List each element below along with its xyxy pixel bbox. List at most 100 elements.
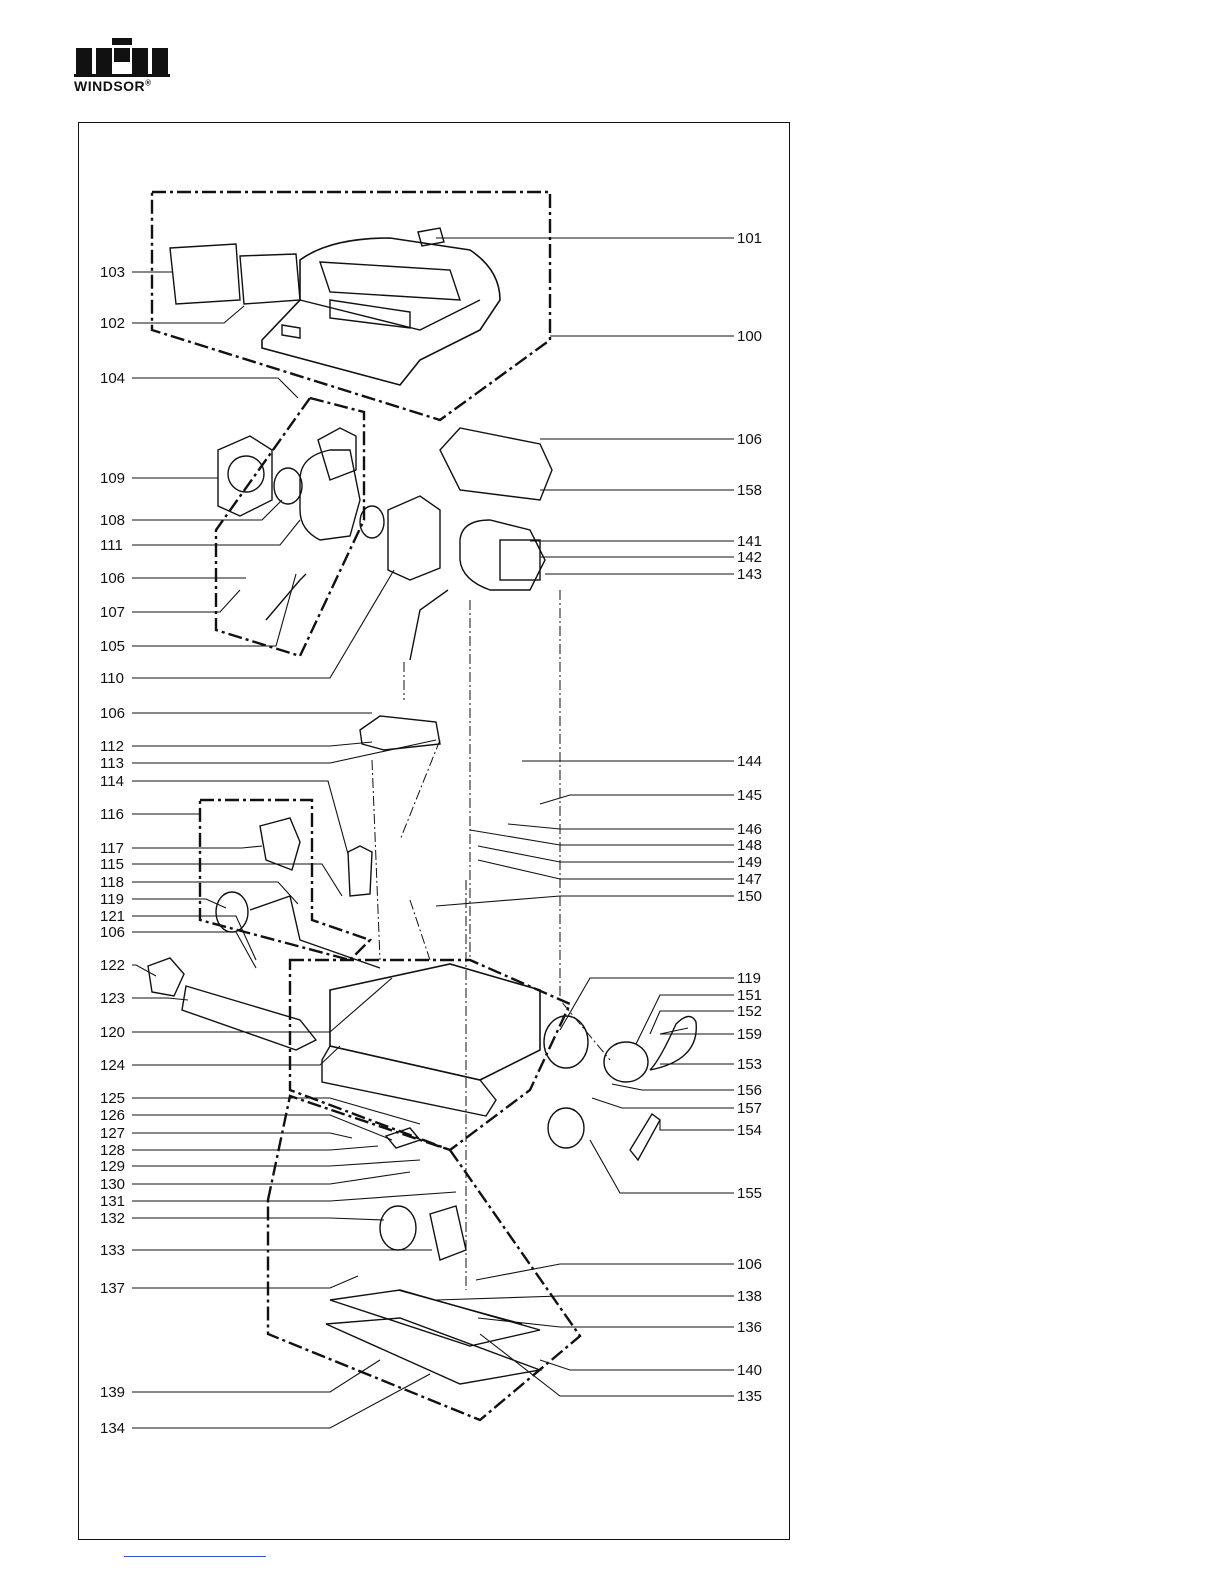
part-label-left-13: 114 (100, 773, 124, 790)
leader-line-left-28 (132, 1146, 378, 1150)
part-label-left-3: 109 (100, 470, 125, 487)
leader-line-right-8 (540, 795, 734, 804)
leader-line-right-23 (476, 1264, 734, 1280)
part-label-left-4: 108 (100, 512, 125, 529)
part-108-ring (274, 468, 302, 504)
part-138-plate (330, 1290, 540, 1346)
leader-line-left-20 (132, 932, 256, 968)
leader-line-right-19 (612, 1084, 734, 1090)
leader-line-left-32 (132, 1218, 384, 1220)
leader-line-left-15 (132, 846, 262, 848)
leader-line-left-31 (132, 1192, 456, 1201)
leader-line-right-20 (592, 1098, 734, 1108)
part-label-left-0: 103 (100, 264, 125, 281)
brush-group-outline (200, 800, 370, 960)
leader-line-left-9 (132, 570, 394, 678)
part-label-left-7: 107 (100, 604, 125, 621)
part-label-left-32: 132 (100, 1210, 125, 1227)
leader-line-left-23 (132, 978, 392, 1032)
part-119-wheel (216, 892, 248, 932)
part-122-end-cap (148, 958, 184, 996)
part-label-left-30: 130 (100, 1176, 125, 1193)
leader-line-left-16 (132, 864, 342, 896)
part-label-right-18: 153 (737, 1056, 762, 1073)
part-label-left-35: 139 (100, 1384, 125, 1401)
part-label-left-27: 127 (100, 1125, 125, 1142)
leader-line-left-13 (132, 781, 348, 854)
leader-line-right-16 (650, 1011, 734, 1034)
part-label-right-15: 151 (737, 987, 762, 1004)
part-label-right-12: 147 (737, 871, 762, 888)
part-117-cover (260, 818, 300, 870)
leader-line-left-8 (132, 574, 296, 646)
leader-line-left-11 (132, 742, 372, 746)
leader-line-left-1 (132, 306, 244, 323)
leader-line-right-24 (436, 1296, 734, 1300)
part-119-wheel-right (544, 1016, 588, 1068)
footer-link-underline[interactable] (124, 1556, 266, 1557)
part-label-right-27: 135 (737, 1388, 762, 1405)
leader-line-left-5 (132, 520, 300, 545)
part-label-left-22: 123 (100, 990, 125, 1007)
part-label-right-2: 106 (737, 431, 762, 448)
part-label-right-4: 141 (737, 533, 762, 550)
leader-line-left-7 (132, 590, 240, 612)
part-label-left-9: 110 (100, 670, 124, 687)
part-label-right-9: 146 (737, 821, 762, 838)
part-136-rail (398, 1290, 522, 1324)
part-label-right-7: 144 (737, 753, 762, 770)
leader-line-left-4 (132, 500, 282, 520)
leader-line-right-10 (470, 830, 734, 845)
part-123-brush-roll (182, 986, 316, 1050)
leader-line-left-26 (132, 1115, 392, 1140)
cover-switch (282, 325, 300, 338)
part-label-left-25: 125 (100, 1090, 125, 1107)
part-label-right-17: 159 (737, 1026, 762, 1043)
part-label-right-13: 150 (737, 888, 762, 905)
part-132-motor (380, 1206, 416, 1250)
leader-line-right-11 (478, 846, 734, 862)
part-label-left-1: 102 (100, 315, 125, 332)
part-112-bracket (360, 716, 440, 750)
part-label-right-10: 148 (737, 837, 762, 854)
leader-line-left-2 (132, 378, 298, 398)
part-label-left-5: 111 (100, 537, 123, 554)
part-label-left-26: 126 (100, 1107, 125, 1124)
leader-line-left-12 (132, 740, 436, 763)
leader-line-left-34 (132, 1276, 358, 1288)
part-label-left-15: 117 (100, 840, 124, 857)
part-label-right-6: 143 (737, 566, 762, 583)
part-label-right-5: 142 (737, 549, 762, 566)
part-label-right-3: 158 (737, 482, 762, 499)
chassis-group-outline (290, 960, 570, 1150)
part-label-left-16: 115 (100, 856, 124, 873)
leader-line-right-12 (478, 860, 734, 879)
part-label-left-29: 129 (100, 1158, 125, 1175)
part-label-left-33: 133 (100, 1242, 125, 1259)
part-142-brush-holder (500, 540, 540, 580)
leader-line-left-17 (132, 882, 298, 904)
leader-line-left-25 (132, 1098, 420, 1124)
part-118-lever (250, 896, 380, 968)
part-label-left-18: 119 (100, 891, 124, 908)
part-label-left-10: 106 (100, 705, 125, 722)
part-label-left-6: 106 (100, 570, 125, 587)
part-label-right-22: 155 (737, 1185, 762, 1202)
part-label-left-17: 118 (100, 874, 124, 891)
part-111-fan-housing (300, 450, 360, 540)
part-label-right-21: 154 (737, 1122, 762, 1139)
part-label-left-12: 113 (100, 755, 124, 772)
part-108-ring-2 (360, 506, 384, 538)
part-label-right-11: 149 (737, 854, 762, 871)
cover-housing (262, 238, 500, 385)
part-label-right-23: 106 (737, 1256, 762, 1273)
leader-line-left-24 (132, 1046, 340, 1065)
cover-grille (320, 262, 460, 300)
leader-line-right-13 (436, 896, 734, 906)
part-103-filter-grille (170, 244, 240, 304)
fan-group-outline (216, 398, 364, 656)
leader-lines (132, 238, 734, 1428)
motor-leads (410, 590, 448, 660)
leader-line-left-27 (132, 1133, 352, 1138)
